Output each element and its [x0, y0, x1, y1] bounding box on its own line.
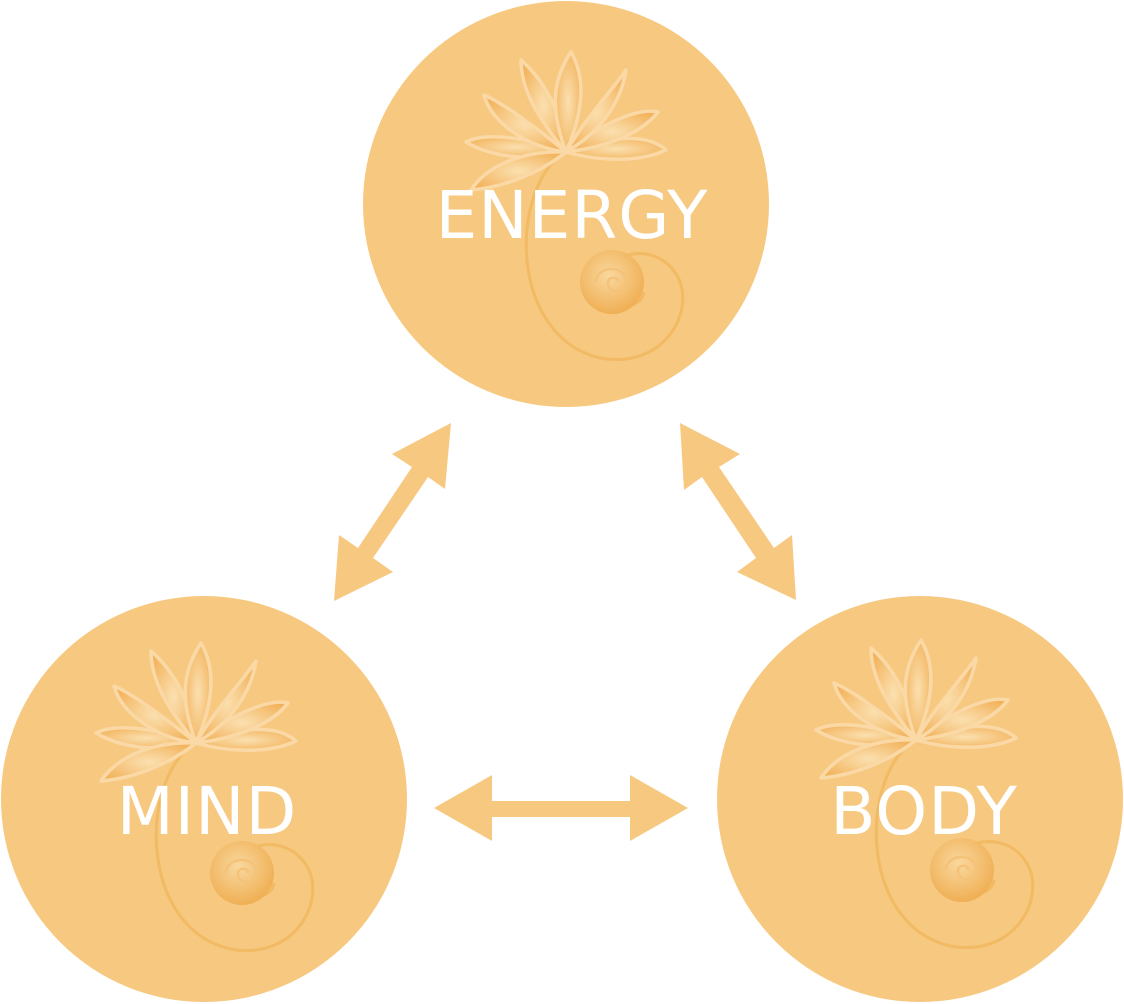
- node-energy: ENERGY: [363, 1, 769, 407]
- node-label-body: BODY: [830, 773, 1018, 850]
- connector-arrows: [334, 423, 796, 841]
- arrow-mind-body: [434, 775, 688, 841]
- node-label-energy: ENERGY: [436, 177, 709, 254]
- node-mind: MIND: [1, 596, 407, 1002]
- node-body: BODY: [717, 596, 1123, 1002]
- arrow-energy-body: [680, 423, 796, 600]
- node-label-mind: MIND: [117, 773, 298, 850]
- arrow-energy-mind: [334, 423, 451, 601]
